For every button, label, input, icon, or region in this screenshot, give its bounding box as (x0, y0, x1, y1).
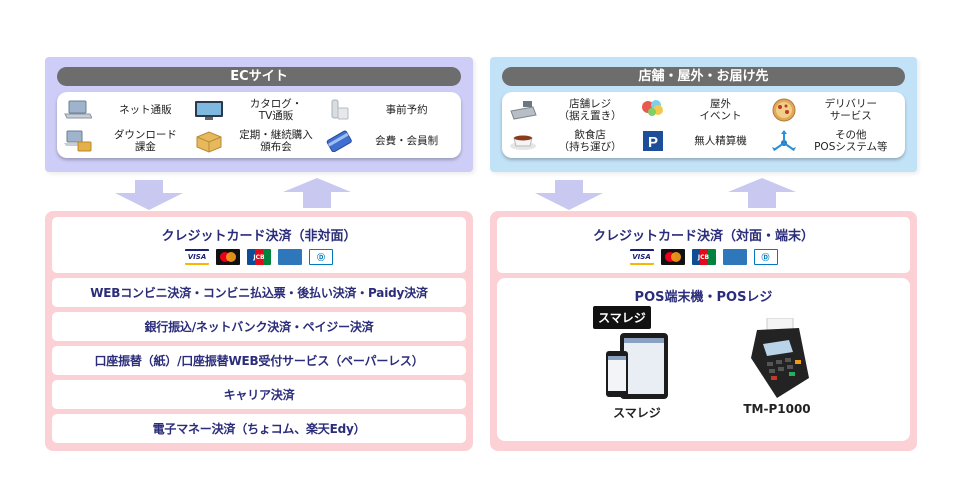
ec-item-catalog-tv: カタログ・ TV通販 (194, 94, 325, 125)
store-item-restaurant: 飲食店 （持ち運び） (508, 125, 638, 156)
visa-logo-icon: VISA (185, 249, 209, 265)
credit-card-face-row: クレジットカード決済（対面・端末） VISA JCB Ⓓ (497, 217, 910, 273)
convenience-store-payment-row: WEBコンビニ決済・コンビニ払込票・後払い決済・Paidy決済 (52, 278, 466, 307)
store-item-other-pos: その他 POSシステム等 (769, 125, 899, 156)
store-item-unmanned-kiosk: P 無人精算機 (638, 125, 768, 156)
diners-logo-icon: Ⓓ (753, 249, 778, 265)
tm-p1000-device: TM-P1000 (732, 318, 822, 416)
pos-terminal-box: POS端末機・POSレジ スマレジ スマレジ (497, 278, 910, 441)
bank-transfer-row: 銀行振込/ネットバンク決済・ペイジー決済 (52, 312, 466, 341)
store-item-outdoor-event: 屋外 イベント (638, 94, 768, 125)
amex-logo-icon (722, 249, 747, 265)
pizza-icon (769, 98, 799, 122)
ec-item-net-shop: ネット通販 (63, 94, 194, 125)
arrow-up-left-icon (283, 178, 351, 208)
arrow-up-right-icon (728, 178, 796, 208)
mastercard-logo-icon (660, 249, 685, 265)
credit-card-face-title: クレジットカード決済（対面・端末） (592, 229, 814, 244)
card-brand-logos: VISA JCB Ⓓ (629, 249, 778, 265)
ec-item-download: ダウンロード 課金 (63, 125, 194, 156)
arrow-down-right-icon (535, 180, 603, 210)
carrier-payment-row: キャリア決済 (52, 380, 466, 409)
ec-item-subscription: 定期・継続購入 頒布会 (194, 125, 325, 156)
e-money-row: 電子マネー決済（ちょコム、楽天Edy） (52, 414, 466, 443)
store-item-register: 店舗レジ （据え置き） (508, 94, 638, 125)
pos-title: POS端末機・POSレジ (634, 290, 773, 305)
ec-item-preorder: 事前予約 (324, 94, 455, 125)
mastercard-logo-icon (216, 249, 240, 265)
cash-register-icon (508, 98, 538, 122)
credit-card-nonface-row: クレジットカード決済（非対面） VISA JCB Ⓓ (52, 217, 466, 273)
arrow-down-left-icon (115, 180, 183, 210)
credit-card-nonface-title: クレジットカード決済（非対面） (161, 229, 357, 244)
smaregi-logo: スマレジ (593, 306, 651, 329)
ec-item-membership: 会費・会員制 (324, 125, 455, 156)
package-icon (194, 129, 224, 153)
jcb-logo-icon: JCB (247, 249, 271, 265)
ec-site-header: ECサイト (57, 67, 461, 86)
store-outdoor-delivery-panel: 店舗・屋外・お届け先 店舗レジ （据え置き） 屋外 イベント デリバリー サービ… (490, 57, 917, 172)
offline-payment-panel: クレジットカード決済（対面・端末） VISA JCB Ⓓ POS端末機・POSレ… (490, 211, 917, 451)
ec-site-panel: ECサイト ネット通販 カタログ・ TV通販 事前予約 ダウンロード 課金 (45, 57, 473, 172)
smaregi-device: スマレジ スマレジ (593, 306, 677, 421)
balloons-icon (638, 98, 668, 122)
svg-text:P: P (648, 134, 658, 151)
store-item-delivery: デリバリー サービス (769, 94, 899, 125)
jcb-logo-icon: JCB (691, 249, 716, 265)
visa-logo-icon: VISA (629, 249, 654, 265)
laptop-icon (63, 98, 93, 122)
phone-icon (324, 98, 354, 122)
ec-site-items: ネット通販 カタログ・ TV通販 事前予約 ダウンロード 課金 定期・継続購入 … (57, 92, 461, 158)
diners-logo-icon: Ⓓ (309, 249, 333, 265)
tablet-phone-icon (606, 333, 668, 399)
handheld-terminal-icon (751, 318, 809, 398)
laptop-download-icon (63, 129, 93, 153)
store-items: 店舗レジ （据え置き） 屋外 イベント デリバリー サービス 飲食店 （持ち運び… (502, 92, 905, 158)
coffee-cup-icon (508, 129, 538, 153)
account-transfer-row: 口座振替（紙）/口座振替WEB受付サービス（ペーパーレス） (52, 346, 466, 375)
tm-p1000-label: TM-P1000 (743, 402, 811, 416)
parking-icon: P (638, 129, 668, 153)
smaregi-label: スマレジ (613, 406, 661, 420)
network-icon (769, 129, 799, 153)
amex-logo-icon (278, 249, 302, 265)
online-payment-panel: クレジットカード決済（非対面） VISA JCB Ⓓ WEBコンビニ決済・コンビ… (45, 211, 473, 451)
credit-card-icon (324, 129, 354, 153)
tv-icon (194, 98, 224, 122)
card-brand-logos: VISA JCB Ⓓ (185, 249, 333, 265)
store-header: 店舗・屋外・お届け先 (502, 67, 905, 86)
